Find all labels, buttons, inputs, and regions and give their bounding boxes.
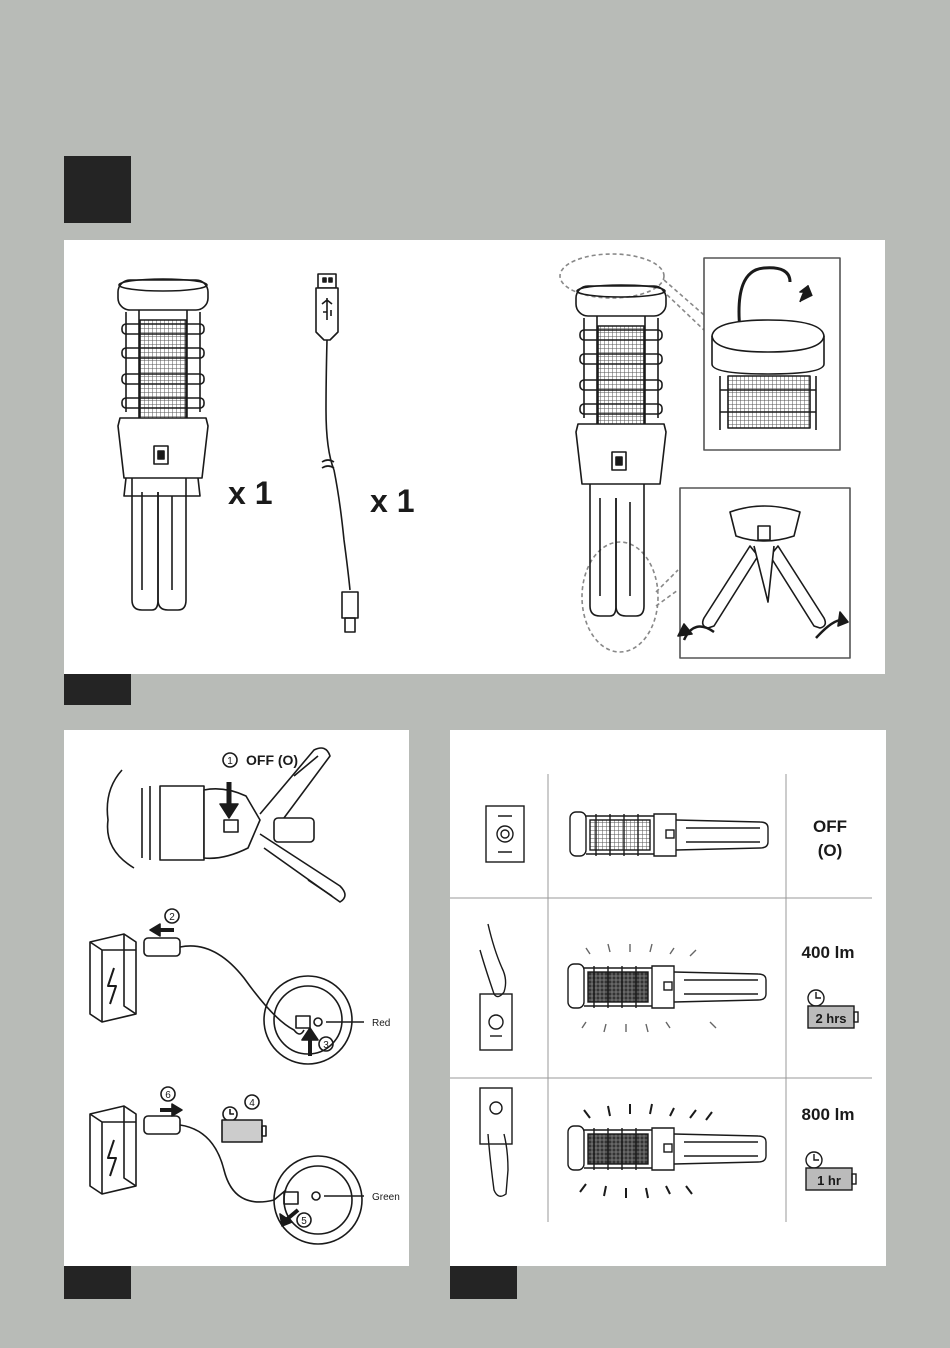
modes-panel: OFF (O) 400 lm 2 hrs 800 lm 1 hr xyxy=(450,730,886,1266)
lantern-callout-illustration xyxy=(560,254,850,658)
lantern-switch-illustration xyxy=(107,748,345,902)
step-6-number: 6 xyxy=(165,1090,171,1101)
mode-off-symbol: (O) xyxy=(818,841,843,860)
step-2-number: 2 xyxy=(169,912,175,923)
step-5-number: 5 xyxy=(301,1216,307,1227)
charging-complete-illustration xyxy=(90,1104,364,1244)
switch-high-icon xyxy=(480,1088,512,1144)
lantern-quantity: x 1 xyxy=(228,475,272,511)
step-3-number: 3 xyxy=(323,1040,329,1051)
mode-high-lumens: 800 lm xyxy=(802,1105,855,1124)
step-1-number: 1 xyxy=(227,756,233,767)
contents-illustration: x 1 x 1 xyxy=(64,240,885,674)
led-red-label: Red xyxy=(372,1018,390,1029)
switch-off-icon xyxy=(486,806,524,862)
lantern-off-illustration xyxy=(570,812,768,856)
led-green-label: Green xyxy=(372,1192,400,1203)
mode-high-runtime: 1 hr xyxy=(817,1173,841,1188)
charging-illustration: 1 2 3 4 5 6 OFF (O) Red Green xyxy=(64,730,409,1266)
modes-table: OFF (O) 400 lm 2 hrs 800 lm 1 hr xyxy=(450,730,886,1266)
step-4-number: 4 xyxy=(249,1098,255,1109)
cable-quantity: x 1 xyxy=(370,483,414,519)
charging-panel: 1 2 3 4 5 6 OFF (O) Red Green xyxy=(64,730,409,1266)
mode-low-lumens: 400 lm xyxy=(802,943,855,962)
lantern-illustration xyxy=(118,279,208,610)
switch-low-icon xyxy=(480,994,512,1050)
mode-low-runtime: 2 hrs xyxy=(815,1011,846,1026)
step-1-label: OFF (O) xyxy=(246,752,298,768)
lantern-high-illustration xyxy=(568,1104,766,1198)
finger-press-icon xyxy=(480,924,506,997)
mode-off-label: OFF xyxy=(813,817,847,836)
usb-cable-illustration xyxy=(316,274,358,632)
section-marker-top xyxy=(64,156,131,223)
lantern-low-illustration xyxy=(568,944,766,1032)
contents-panel: x 1 x 1 xyxy=(64,240,885,674)
